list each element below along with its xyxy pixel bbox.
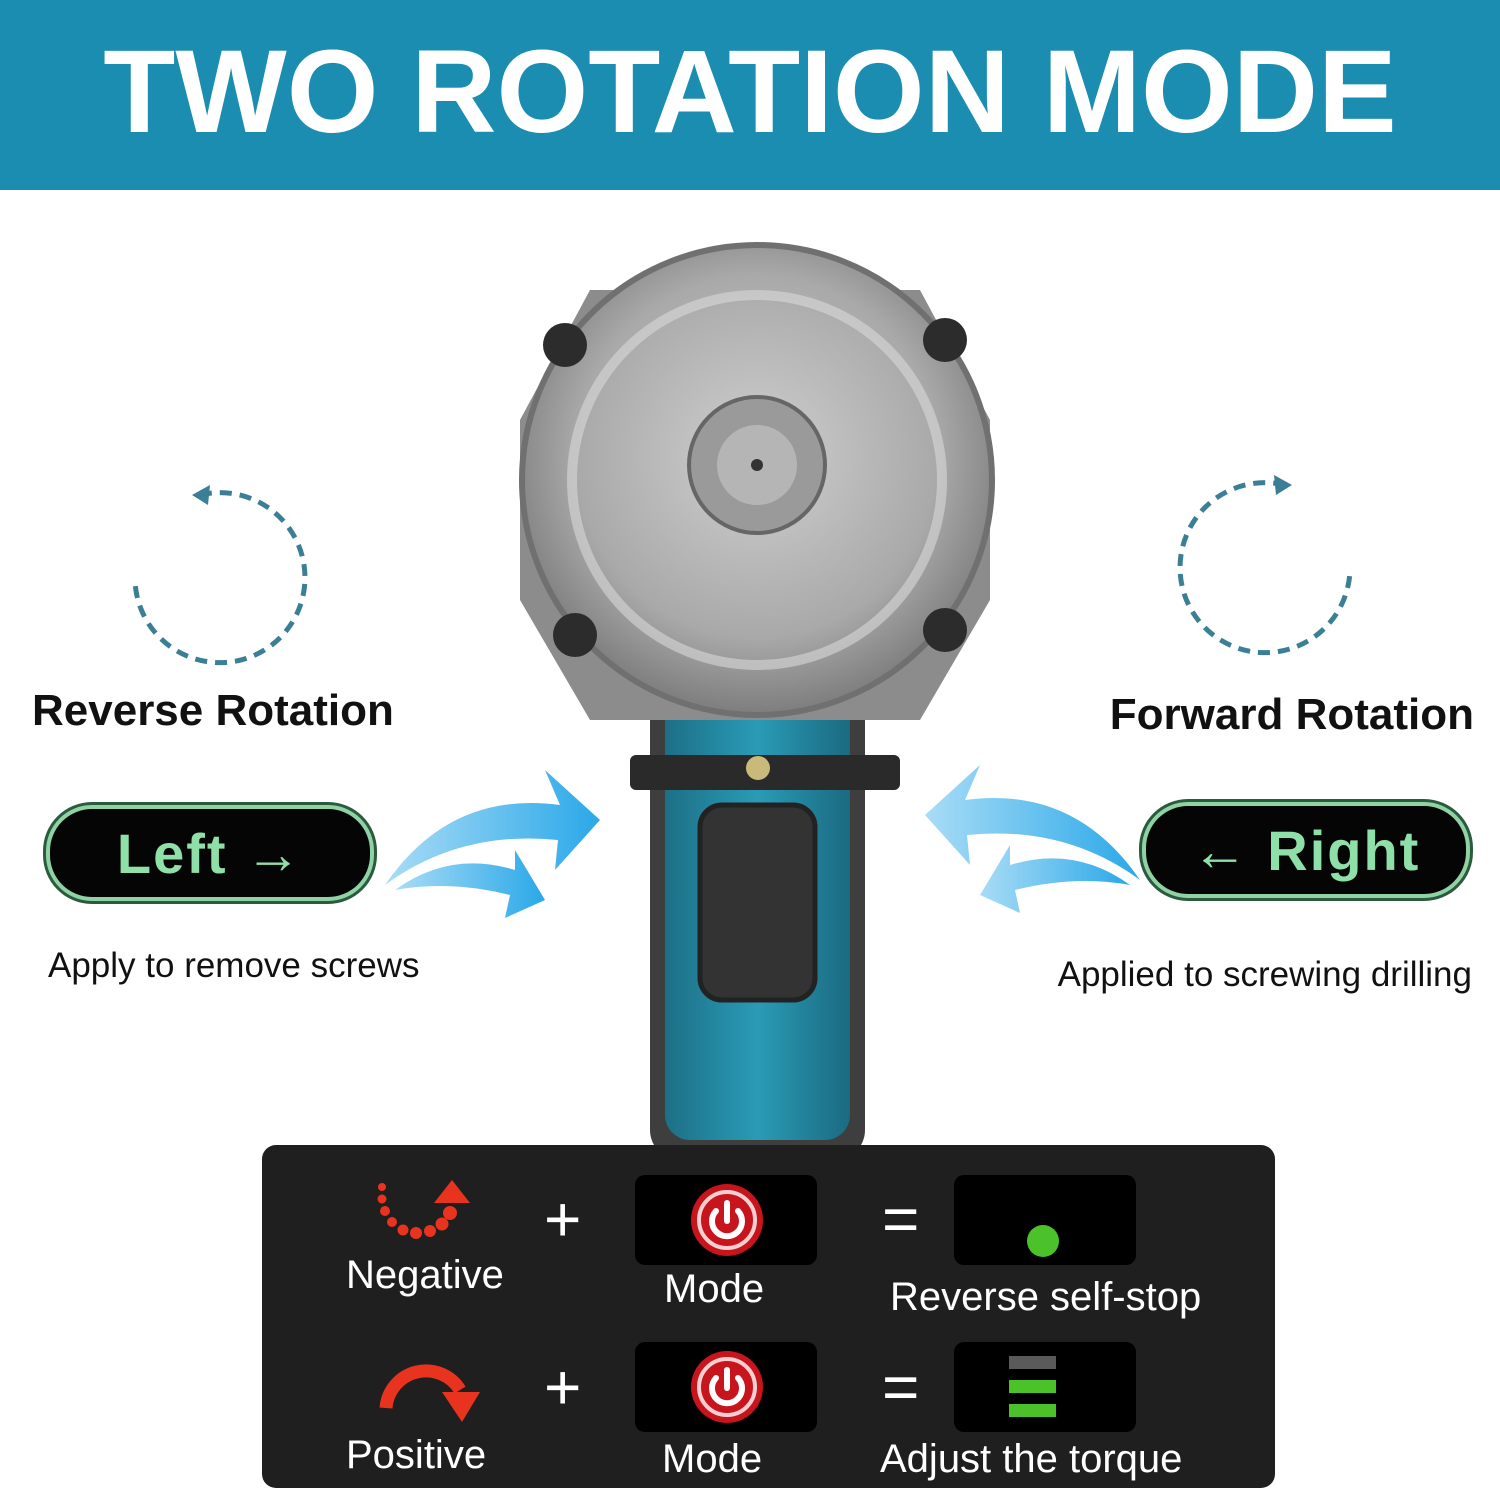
plus-sign: + <box>544 1351 582 1423</box>
equals-sign: = <box>882 1351 920 1423</box>
reverse-rotation-heading: Reverse Rotation <box>32 686 394 735</box>
dotted-counterclockwise-arrow-icon <box>377 1180 470 1239</box>
forward-rotation-heading: Forward Rotation <box>1109 690 1474 739</box>
positive-label: Positive <box>346 1433 487 1477</box>
mode-label: Mode <box>664 1267 765 1311</box>
negative-label: Negative <box>346 1253 504 1297</box>
left-pill-label: Left → <box>116 821 304 885</box>
equals-sign: = <box>882 1183 920 1255</box>
mode-panel: Negative + Mode = Reverse self-stop Posi… <box>262 1145 1275 1488</box>
mode-button-box <box>635 1175 817 1265</box>
plus-sign: + <box>544 1183 582 1255</box>
torque-bar-off <box>1009 1356 1056 1369</box>
left-description: Apply to remove screws <box>48 946 420 985</box>
power-icon <box>691 1351 763 1423</box>
torque-bar-on <box>1009 1380 1056 1393</box>
power-icon <box>691 1184 763 1256</box>
mode-label: Mode <box>662 1437 763 1481</box>
banner-title: TWO ROTATION MODE <box>103 26 1397 158</box>
right-description: Applied to screwing drilling <box>1057 955 1472 994</box>
green-dot-indicator <box>1027 1225 1059 1257</box>
torque-bar-on <box>1009 1404 1056 1417</box>
mode-button-box <box>635 1342 817 1432</box>
indicator-box <box>954 1342 1136 1432</box>
title-banner: TWO ROTATION MODE <box>0 0 1500 190</box>
clockwise-arc-arrow-icon <box>379 1364 480 1422</box>
counterclockwise-dashed-arrow-icon <box>132 485 308 666</box>
blue-arrow-icon <box>385 765 1140 918</box>
indicator-box <box>954 1175 1136 1265</box>
right-pill-label: ← Right <box>1191 818 1421 882</box>
reverse-self-stop-label: Reverse self-stop <box>890 1275 1202 1319</box>
left-pill: Left → <box>46 805 374 901</box>
clockwise-dashed-arrow-icon <box>1177 475 1353 656</box>
right-pill: ← Right <box>1142 802 1470 898</box>
adjust-torque-label: Adjust the torque <box>880 1437 1183 1481</box>
